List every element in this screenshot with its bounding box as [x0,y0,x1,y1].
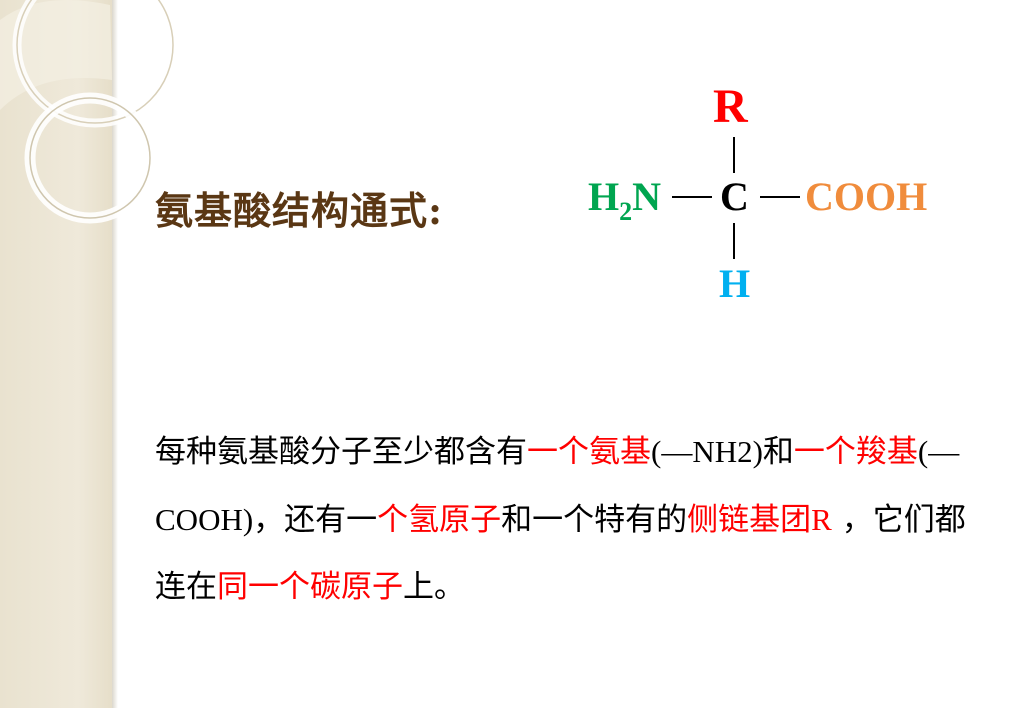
page-title: 氨基酸结构通式: [155,188,444,233]
hydrogen-label: H [719,261,751,306]
highlight-amino-group: 一个氨基 [527,434,651,470]
bond-top [733,137,735,173]
highlight-r-letter: R [811,502,832,537]
text-segment: (—NH2) [651,434,763,469]
text-segment: 每种氨基酸分子至少都含有 [155,434,527,470]
text-segment: ，它们都连在 [155,502,966,605]
highlight-carboxyl-group: 一个羧基 [793,434,918,470]
highlight-side-chain: 侧链基团 [687,502,812,538]
highlight-same-carbon: 同一个碳原子 [217,569,403,605]
bond-bottom [733,223,735,259]
text-segment: ，还有一 [253,502,378,538]
bond-left [672,196,712,198]
side-band-shadow [112,0,118,708]
bond-right [760,196,800,198]
decorative-side-band [0,0,112,708]
amino-acid-structure-formula: R H2N C COOH H [580,75,960,315]
carboxyl-group-label: COOH [805,174,928,219]
highlight-hydrogen-atom: 个氢原子 [377,502,502,538]
text-segment: 和 [762,434,794,470]
decorative-rings [0,0,178,224]
text-segment: 和一个特有的 [501,502,688,538]
text-segment: (—COOH) [155,434,960,537]
r-group-label: R [713,80,748,133]
text-segment: 上。 [403,569,465,605]
description-paragraph: 每种氨基酸分子至少都含有一个氨基(—NH2)和一个羧基(—COOH)，还有一个氢… [155,418,990,621]
carbon-label: C [720,174,749,219]
amino-group-label: H2N [588,174,662,226]
